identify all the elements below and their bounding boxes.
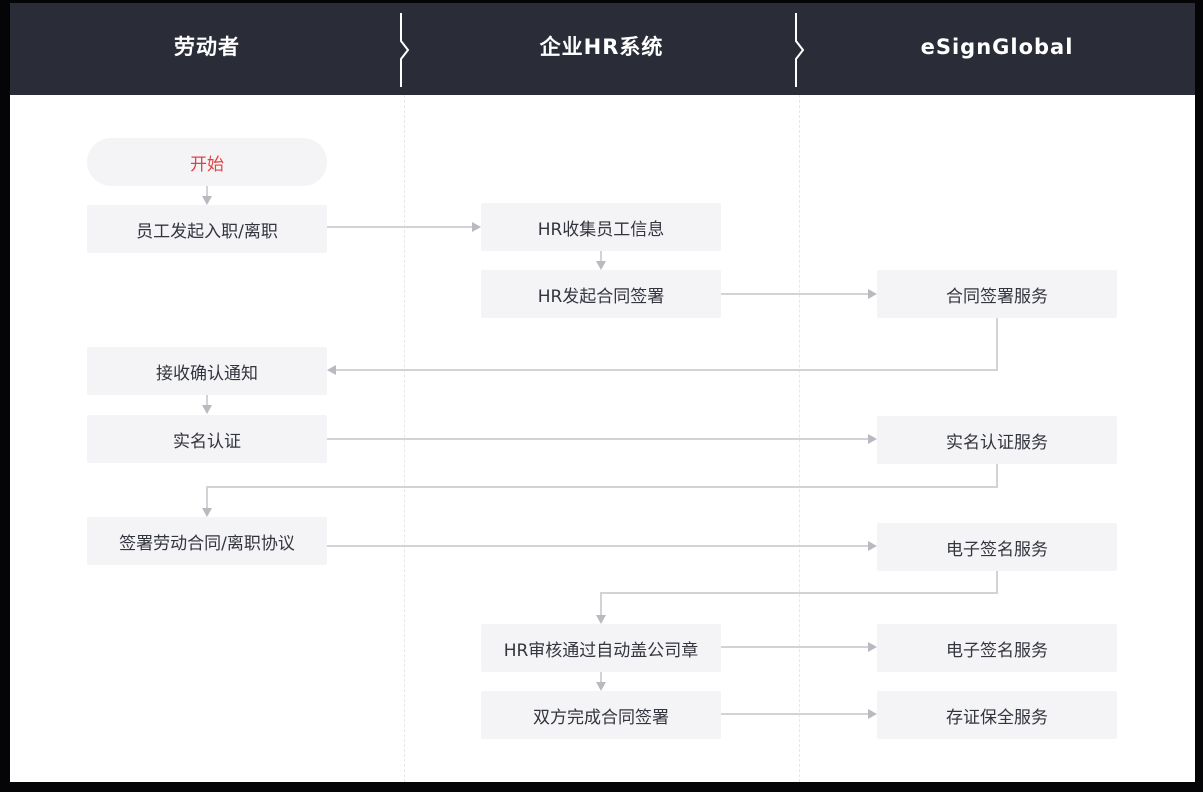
frame-edge: [0, 782, 1203, 792]
arrowhead-right-icon: [472, 222, 481, 232]
connector-review-to-complete: [600, 672, 602, 683]
node-esign-real-name-service: 实名认证服务: [877, 416, 1117, 464]
node-hr-review-seal: HR审核通过自动盖公司章: [481, 624, 721, 672]
connector-auth-service-to-sign-v1: [996, 464, 998, 488]
node-worker-initiate: 员工发起入职/离职: [87, 205, 327, 253]
connector-collect-to-initiate-signing: [600, 251, 602, 262]
lane-title-esignglobal: eSignGlobal: [920, 35, 1074, 59]
node-worker-real-name-auth: 实名认证: [87, 415, 327, 463]
lane-title-hr-system: 企业HR系统: [539, 35, 664, 59]
connector-auth-to-auth-service: [327, 438, 868, 440]
arrowhead-right-icon: [868, 289, 877, 299]
node-hr-both-complete: 双方完成合同签署: [481, 691, 721, 739]
connector-start-to-initiate: [206, 186, 208, 197]
node-esign-contract-signing: 合同签署服务: [877, 270, 1117, 318]
connector-initiate-to-collect: [327, 226, 472, 228]
lane-divider-chevron-icon: [400, 13, 410, 87]
connector-esignature1-to-review-v1: [996, 571, 998, 594]
arrowhead-right-icon: [868, 434, 877, 444]
lane-divider-chevron-icon: [795, 13, 805, 87]
connector-contract-service-to-notice-v: [996, 318, 998, 371]
node-hr-collect-info: HR收集员工信息: [481, 203, 721, 251]
arrowhead-down-icon: [596, 615, 606, 624]
node-worker-sign-contract: 签署劳动合同/离职协议: [87, 517, 327, 565]
connector-signing-to-contract-service: [721, 293, 868, 295]
arrowhead-down-icon: [202, 196, 212, 205]
arrowhead-right-icon: [868, 642, 877, 652]
frame-edge: [0, 0, 10, 792]
connector-esignature1-to-review-h: [600, 592, 998, 594]
frame-edge: [1195, 0, 1203, 792]
connector-auth-service-to-sign-v2: [206, 486, 208, 509]
lane-header-band: 劳动者 企业HR系统 eSignGlobal: [0, 0, 1203, 95]
node-esign-esignature-1: 电子签名服务: [877, 523, 1117, 571]
arrowhead-down-icon: [596, 261, 606, 270]
arrowhead-right-icon: [868, 709, 877, 719]
node-hr-initiate-signing: HR发起合同签署: [481, 270, 721, 318]
frame-edge: [0, 0, 1203, 3]
connector-contract-service-to-notice-h: [336, 369, 998, 371]
node-esign-esignature-2: 电子签名服务: [877, 624, 1117, 672]
arrowhead-down-icon: [202, 405, 212, 414]
connector-complete-to-evidence: [721, 713, 868, 715]
connector-sign-to-esignature1: [327, 545, 868, 547]
node-start: 开始: [87, 138, 327, 186]
arrowhead-down-icon: [596, 682, 606, 691]
node-worker-receive-notice: 接收确认通知: [87, 347, 327, 395]
node-esign-evidence: 存证保全服务: [877, 691, 1117, 739]
connector-review-to-esignature2: [721, 646, 868, 648]
arrowhead-left-icon: [327, 365, 336, 375]
connector-auth-service-to-sign-h: [206, 486, 998, 488]
connector-notice-to-auth: [206, 395, 208, 406]
lane-title-worker: 劳动者: [174, 35, 240, 59]
connector-esignature1-to-review-v2: [600, 592, 602, 616]
arrowhead-right-icon: [868, 541, 877, 551]
arrowhead-down-icon: [202, 508, 212, 517]
